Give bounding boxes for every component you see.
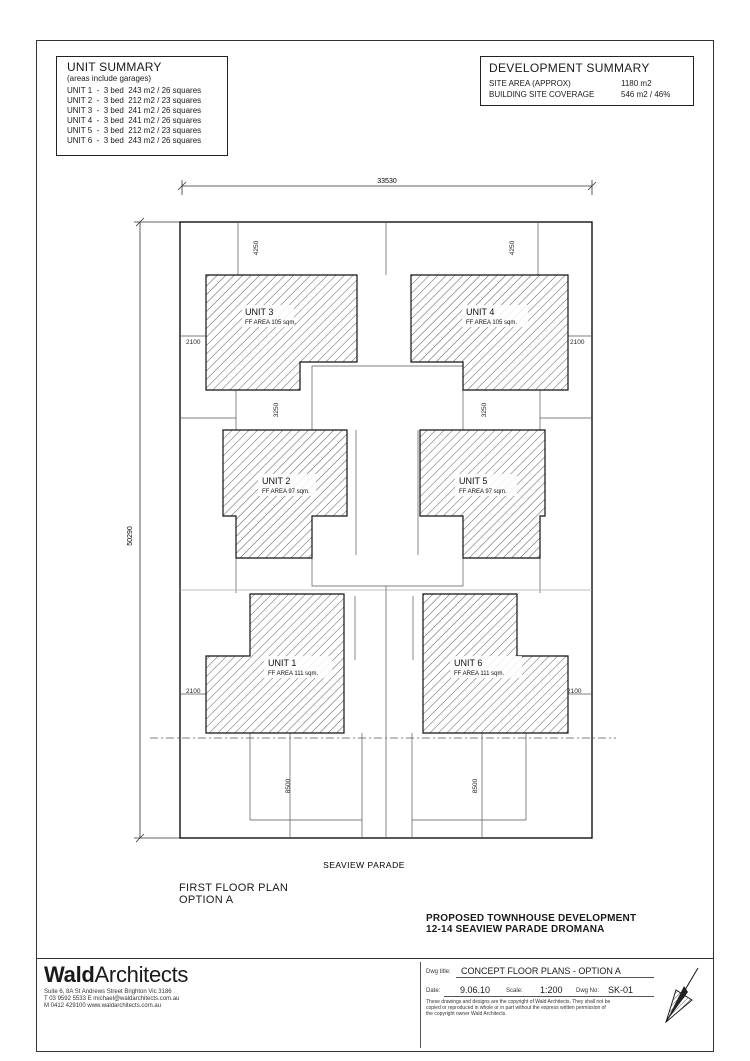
setback-top-right-dim: 4250 (509, 240, 516, 255)
unit-summary-row: UNIT 3 - 3 bed 241 m2 / 26 squares (67, 106, 202, 115)
unit-summary-row: UNIT 5 - 3 bed 212 m2 / 23 squares (67, 126, 202, 135)
scale-label: Scale: (506, 988, 523, 994)
unit-2-area: FF AREA 97 sqm. (262, 489, 310, 495)
dwg-title-label: Dwg title: (426, 969, 451, 975)
copyright-note-line: the copyright owner Wald Architects. (426, 1011, 507, 1017)
unit-6-area: FF AREA 111 sqm. (454, 671, 504, 677)
site-coverage-label: BUILDING SITE COVERAGE (489, 90, 595, 99)
project-title-line1: PROPOSED TOWNHOUSE DEVELOPMENT (426, 913, 637, 924)
width-dimension (177, 180, 597, 195)
width-dimension-label: 33530 (377, 178, 397, 185)
firm-logo: WaldArchitects (44, 962, 189, 987)
side-right-upper-dim: 2100 (570, 339, 585, 346)
firm-phone-email: T 03 9592 5533 E michael@waldarchitects.… (44, 996, 180, 1002)
unit-summary-row: UNIT 6 - 3 bed 243 m2 / 26 squares (67, 136, 202, 145)
unit-summary-row: UNIT 4 - 3 bed 241 m2 / 26 squares (67, 116, 202, 125)
title-block-separator (420, 962, 421, 1048)
firm-address: Suite 6, 8A St Andrews Street Brighton V… (44, 989, 172, 995)
unit-4-area: FF AREA 105 sqm. (466, 320, 517, 326)
firm-block: WaldArchitects Suite 6, 8A St Andrews St… (44, 962, 188, 1010)
unit-3-label: UNIT 3 (245, 307, 273, 317)
dwg-title-rule (456, 977, 654, 978)
development-summary-box: DEVELOPMENT SUMMARY SITE AREA (APPROX) 1… (480, 56, 694, 106)
sheet-border (36, 40, 714, 1052)
date-value: 9.06.10 (460, 985, 491, 995)
firm-mobile-web: M 0412 429100 www.waldarchitects.com.au (44, 1003, 162, 1009)
setback-top-left-dim: 4250 (253, 240, 260, 255)
project-title: PROPOSED TOWNHOUSE DEVELOPMENT 12-14 SEA… (426, 913, 636, 935)
date-label: Date: (426, 988, 441, 994)
project-title-line2: 12-14 SEAVIEW PARADE DROMANA (426, 924, 605, 935)
title-block-divider (36, 958, 714, 959)
plan-title: FIRST FLOOR PLAN OPTION A (179, 882, 288, 906)
depth-dimension-label: 50290 (127, 526, 134, 546)
development-summary-title: DEVELOPMENT SUMMARY (489, 61, 650, 75)
unit-summary-row: UNIT 1 - 3 bed 243 m2 / 26 squares (67, 86, 202, 95)
unit-6-label: UNIT 6 (454, 658, 482, 668)
depth-dimension (134, 217, 180, 843)
unit-5-label: UNIT 5 (459, 476, 487, 486)
date-rule (444, 996, 654, 997)
side-right-lower-dim: 2100 (567, 688, 582, 695)
unit-5-area: FF AREA 97 sqm. (459, 489, 507, 495)
unit-3-area: FF AREA 105 sqm. (245, 320, 296, 326)
copyright-note-line: These drawings and designs are the copyr… (426, 999, 611, 1005)
front-left-dim: 8500 (285, 778, 292, 793)
unit-1-area: FF AREA 111 sqm. (268, 671, 318, 677)
unit-4-footprint (410, 274, 569, 391)
gap-right-dim: 3250 (481, 402, 488, 417)
unit-3-footprint (205, 274, 358, 391)
unit-1-label: UNIT 1 (268, 658, 296, 668)
site-area-value: 1180 m2 (621, 79, 652, 88)
unit-summary-subtitle: (areas include garages) (67, 74, 152, 83)
plan-title-line2: OPTION A (179, 894, 234, 906)
dwg-title-value: CONCEPT FLOOR PLANS - OPTION A (461, 966, 621, 976)
side-left-upper-dim: 2100 (186, 339, 201, 346)
unit-summary-box: UNIT SUMMARY (areas include garages) UNI… (56, 56, 228, 156)
copyright-note: These drawings and designs are the copyr… (426, 999, 610, 1017)
dwg-no-label: Dwg No: (576, 988, 600, 994)
plan-title-line1: FIRST FLOOR PLAN (179, 882, 289, 894)
gap-left-dim: 3250 (273, 402, 280, 417)
unit-2-label: UNIT 2 (262, 476, 290, 486)
site-area-label: SITE AREA (APPROX) (489, 79, 571, 88)
street-label: SEAVIEW PARADE (323, 860, 405, 870)
scale-value: 1:200 (540, 985, 563, 995)
unit-summary-row: UNIT 2 - 3 bed 212 m2 / 23 squares (67, 96, 202, 105)
copyright-note-line: copied or reproduced in whole or in part… (426, 1005, 606, 1011)
unit-4-label: UNIT 4 (466, 307, 494, 317)
side-left-lower-dim: 2100 (186, 688, 201, 695)
site-coverage-value: 546 m2 / 46% (621, 90, 671, 99)
north-arrow-icon (665, 967, 699, 1024)
front-right-dim: 8500 (472, 778, 479, 793)
unit-summary-title: UNIT SUMMARY (67, 60, 162, 74)
dwg-no-value: SK-01 (608, 985, 634, 995)
